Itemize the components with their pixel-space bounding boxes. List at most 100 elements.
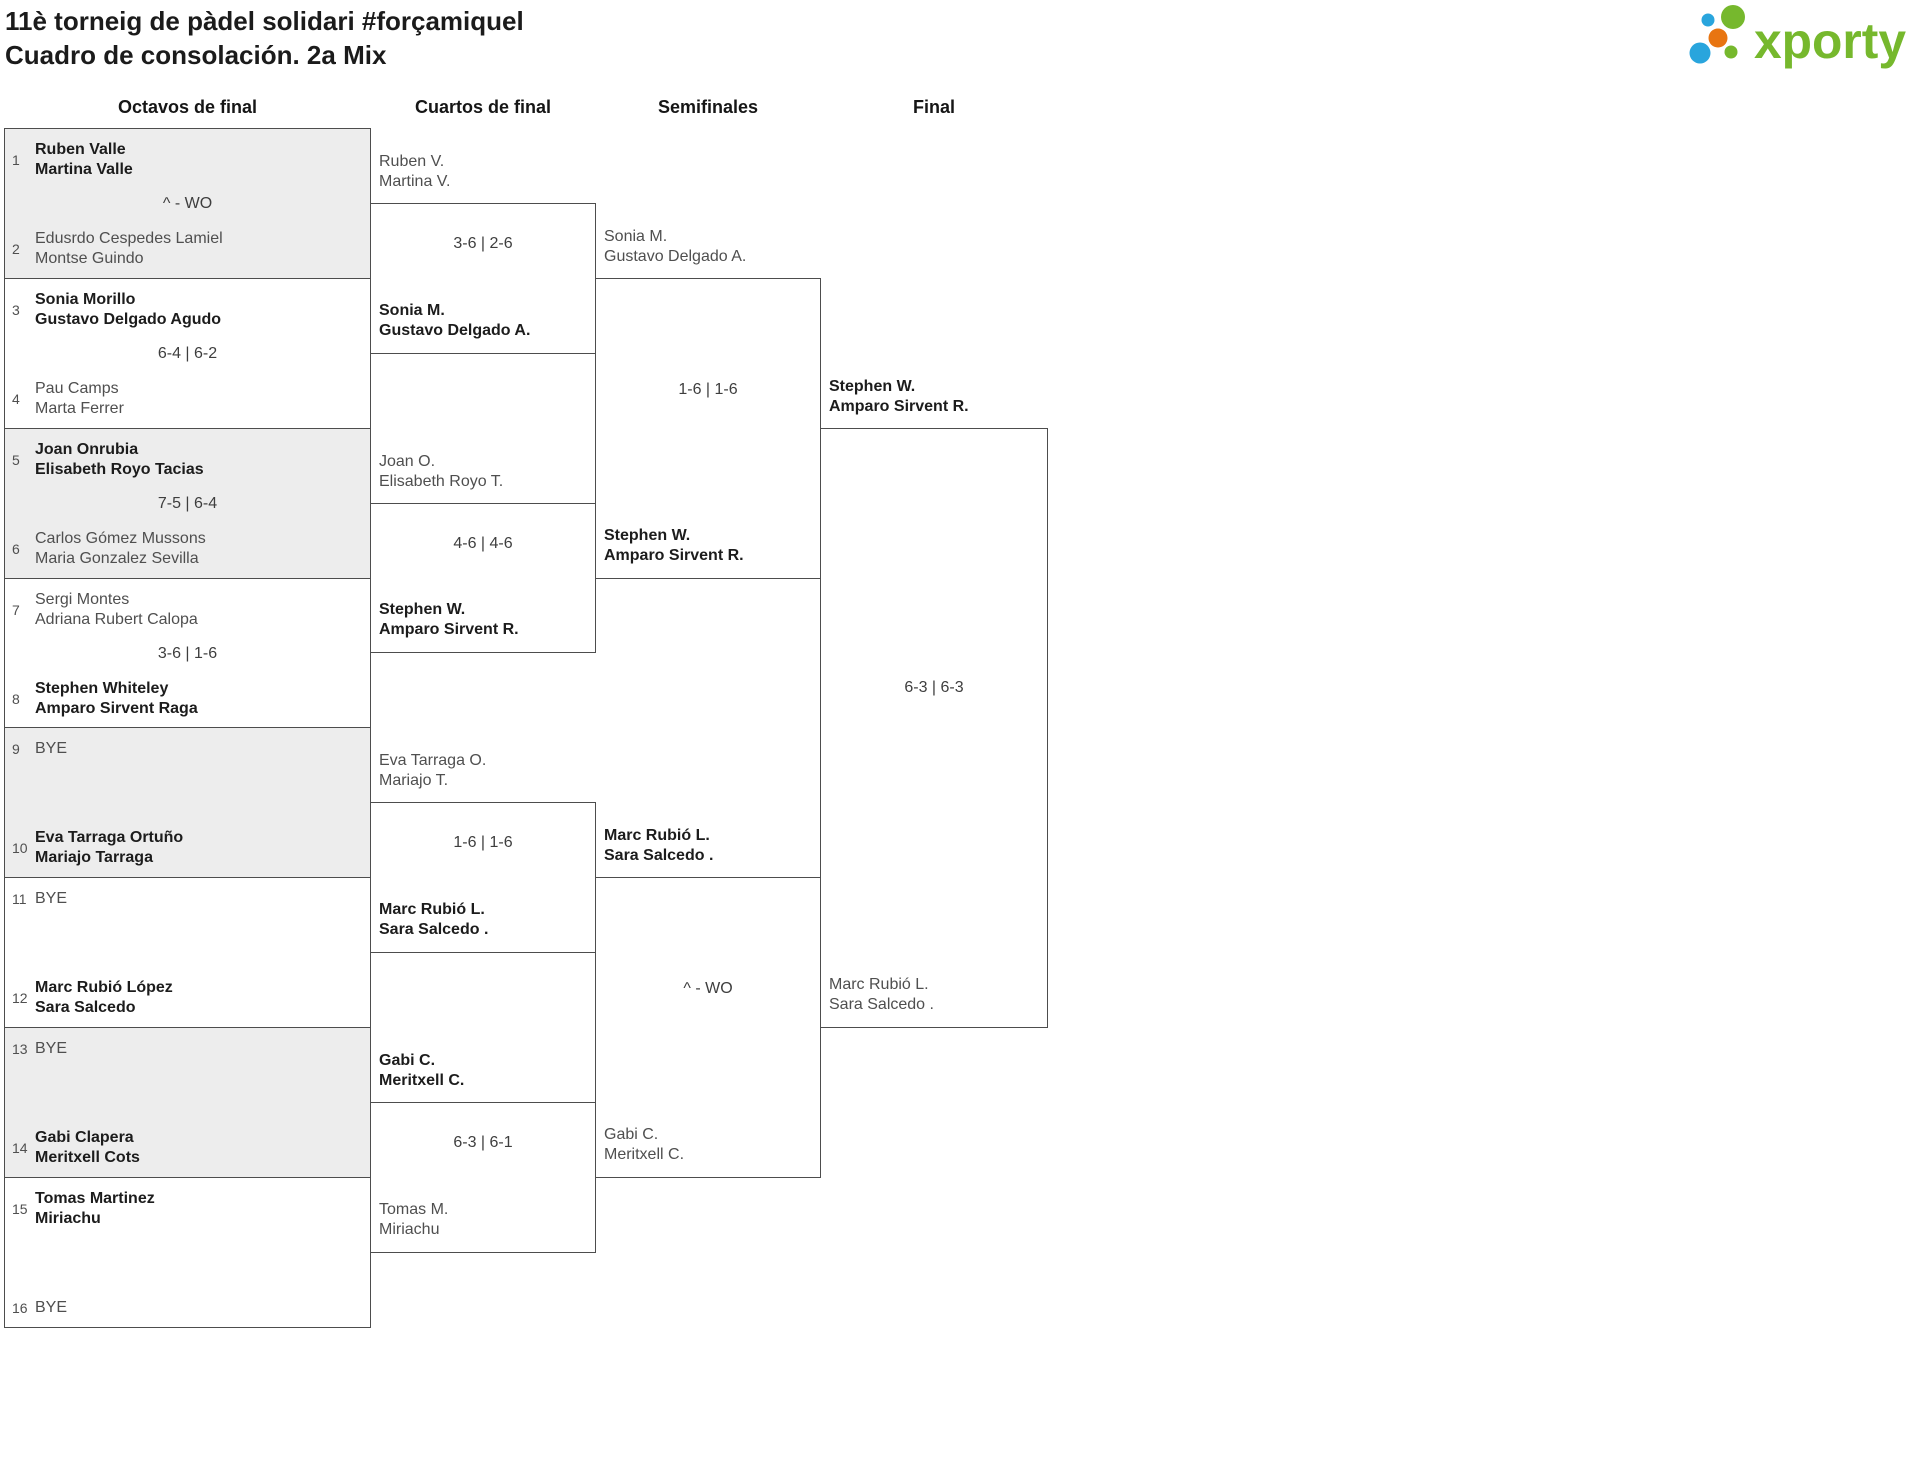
seed-number: 7 — [12, 602, 20, 618]
team-names: Eva Tarraga Ortuño Mariajo Tarraga — [35, 828, 183, 868]
match-score: 1-6 | 1-6 — [678, 381, 738, 398]
player-name: Adriana Rubert Calopa — [35, 611, 198, 628]
bracket-entry[interactable]: Ruben V. Martina V. — [379, 152, 450, 192]
player-name: BYE — [35, 890, 68, 907]
bracket-entry[interactable]: Stephen W. Amparo Sirvent R. — [604, 526, 744, 566]
semifinal-match-2: Marc Rubió L. Sara Salcedo . ^ - WO Gabi… — [595, 827, 821, 1178]
bracket-entry[interactable]: Marc Rubió L. Sara Salcedo . — [379, 900, 488, 940]
seed-number: 2 — [12, 241, 20, 257]
player-name: Maria Gonzalez Sevilla — [35, 550, 199, 567]
cuartos-match-2: Joan O. Elisabeth Royo T. 4-6 | 4-6 Step… — [370, 453, 596, 653]
player-name: Stephen Whiteley — [35, 680, 169, 697]
bracket-entry[interactable]: 3 Sonia Morillo Gustavo Delgado Agudo — [12, 290, 364, 330]
team-names: Gabi Clapera Meritxell Cots — [35, 1128, 140, 1168]
player-name: Gustavo Delgado A. — [604, 248, 747, 265]
player-name: Sonia M. — [604, 228, 668, 245]
round-header-octavos: Octavos de final — [117, 97, 258, 117]
bracket-entry[interactable]: 8 Stephen Whiteley Amparo Sirvent Raga — [12, 679, 364, 719]
octavos-match-8: 15 Tomas Martinez Miriachu 16 BYE — [4, 1177, 371, 1328]
bracket-entry[interactable]: 4 Pau Camps Marta Ferrer — [12, 379, 364, 419]
bracket-entry[interactable]: 16 BYE — [12, 1298, 364, 1318]
bracket-entry[interactable]: Joan O. Elisabeth Royo T. — [379, 452, 503, 492]
player-name: Mariajo T. — [379, 772, 449, 789]
bracket-entry[interactable]: 1 Ruben Valle Martina Valle — [12, 140, 364, 180]
bracket-entry[interactable]: 11 BYE — [12, 889, 364, 909]
logo-wordmark: xporty — [1754, 13, 1906, 69]
logo-dot-blue-large — [1689, 42, 1711, 64]
bracket-entry[interactable]: Sonia M. Gustavo Delgado A. — [604, 227, 746, 267]
player-name: Mariajo Tarraga — [35, 849, 153, 866]
player-name: Joan O. — [379, 453, 436, 470]
bracket-entry[interactable]: 9 BYE — [12, 739, 364, 759]
team-names: Ruben Valle Martina Valle — [35, 140, 133, 180]
team-names: BYE — [35, 1298, 67, 1318]
logo-dot-blue-small — [1701, 13, 1715, 27]
logo-dot-green-small — [1724, 45, 1738, 59]
bracket-entry[interactable]: Marc Rubió L. Sara Salcedo . — [829, 975, 934, 1015]
player-name: Carlos Gómez Mussons — [35, 530, 206, 547]
bracket-entry[interactable]: 7 Sergi Montes Adriana Rubert Calopa — [12, 590, 364, 630]
player-name: Amparo Sirvent R. — [829, 398, 969, 415]
bracket-entry[interactable]: 15 Tomas Martinez Miriachu — [12, 1189, 364, 1229]
player-name: Amparo Sirvent R. — [604, 547, 744, 564]
bracket-entry[interactable]: 12 Marc Rubió López Sara Salcedo — [12, 978, 364, 1018]
logo-dot-orange — [1708, 28, 1728, 48]
player-name: Meritxell Cots — [35, 1149, 140, 1166]
octavos-match-5: 9 BYE 10 Eva Tarraga Ortuño Mariajo Tarr… — [4, 727, 371, 878]
team-names: BYE — [35, 889, 67, 909]
final-match: Stephen W. Amparo Sirvent R. 6-3 | 6-3 M… — [820, 378, 1048, 1028]
player-name: Eva Tarraga Ortuño — [35, 829, 184, 846]
player-name: Meritxell C. — [604, 1146, 685, 1163]
player-name: Pau Camps — [35, 380, 119, 397]
seed-number: 5 — [12, 452, 20, 468]
bracket-entry[interactable]: 5 Joan Onrubia Elisabeth Royo Tacias — [12, 440, 364, 480]
player-name: Elisabeth Royo Tacias — [35, 461, 204, 478]
player-name: Miriachu — [379, 1221, 440, 1238]
bracket-entry[interactable]: 13 BYE — [12, 1039, 364, 1059]
player-name: Marc Rubió López — [35, 979, 173, 996]
bracket-entry[interactable]: 14 Gabi Clapera Meritxell Cots — [12, 1128, 364, 1168]
bracket-entry[interactable]: Tomas M. Miriachu — [379, 1200, 448, 1240]
bracket-subtitle: Cuadro de consolación. 2a Mix — [5, 40, 387, 70]
page-title: 11è torneig de pàdel solidari #forçamiqu… — [5, 4, 524, 72]
player-name: Sara Salcedo . — [604, 847, 714, 864]
bracket-entry[interactable]: 6 Carlos Gómez Mussons Maria Gonzalez Se… — [12, 529, 364, 569]
player-name: Montse Guindo — [35, 250, 144, 267]
semifinal-match-1: Sonia M. Gustavo Delgado A. 1-6 | 1-6 St… — [595, 228, 821, 579]
player-name: Marc Rubió L. — [379, 901, 485, 918]
seed-number: 12 — [12, 990, 28, 1006]
bracket-entry[interactable]: Marc Rubió L. Sara Salcedo . — [604, 826, 713, 866]
player-name: Amparo Sirvent R. — [379, 621, 519, 638]
player-name: Sara Salcedo . — [829, 996, 934, 1013]
player-name: Sara Salcedo — [35, 999, 136, 1016]
seed-number: 4 — [12, 391, 20, 407]
bracket-entry[interactable]: 2 Edusrdo Cespedes Lamiel Montse Guindo — [12, 229, 364, 269]
team-names: Marc Rubió López Sara Salcedo — [35, 978, 173, 1018]
bracket-entry[interactable]: Sonia M. Gustavo Delgado A. — [379, 301, 530, 341]
match-score: 7-5 | 6-4 — [157, 494, 218, 512]
bracket-entry[interactable]: Gabi C. Meritxell C. — [604, 1125, 684, 1165]
player-name: Gabi Clapera — [35, 1129, 134, 1146]
seed-number: 11 — [12, 891, 27, 907]
bracket-entry[interactable]: Eva Tarraga O. Mariajo T. — [379, 751, 486, 791]
player-name: BYE — [35, 740, 68, 757]
match-score: ^ - WO — [162, 194, 213, 212]
seed-number: 1 — [12, 152, 20, 168]
player-name: Martina V. — [379, 173, 451, 190]
player-name: Eva Tarraga O. — [379, 752, 487, 769]
bracket-entry[interactable]: Stephen W. Amparo Sirvent R. — [829, 377, 969, 417]
team-names: Sonia Morillo Gustavo Delgado Agudo — [35, 290, 221, 330]
player-name: Martina Valle — [35, 161, 133, 178]
match-score: 3-6 | 1-6 — [157, 644, 218, 662]
player-name: Elisabeth Royo T. — [379, 473, 504, 490]
team-names: Stephen Whiteley Amparo Sirvent Raga — [35, 679, 198, 719]
team-names: BYE — [35, 1039, 67, 1059]
cuartos-match-1: Ruben V. Martina V. 3-6 | 2-6 Sonia M. G… — [370, 153, 596, 354]
bracket-entry[interactable]: 10 Eva Tarraga Ortuño Mariajo Tarraga — [12, 828, 364, 868]
bracket-entry[interactable]: Stephen W. Amparo Sirvent R. — [379, 600, 519, 640]
seed-number: 14 — [12, 1140, 28, 1156]
round-header-final: Final — [912, 97, 955, 117]
bracket-entry[interactable]: Gabi C. Meritxell C. — [379, 1051, 464, 1091]
xporty-logo[interactable]: xporty — [1686, 2, 1912, 72]
